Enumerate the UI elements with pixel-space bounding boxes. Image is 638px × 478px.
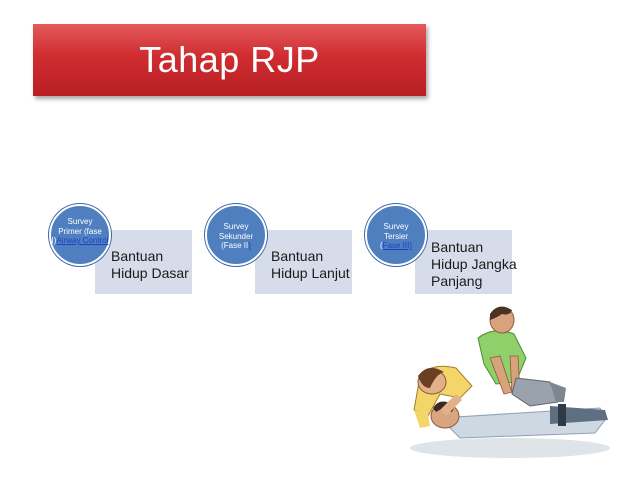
circle-1-prefix: I): [51, 236, 57, 245]
title-banner: Tahap RJP: [33, 24, 426, 96]
step-circle-secondary-survey: Survey Sekunder (Fase II): [205, 204, 267, 266]
circle-2-line-1: Survey: [223, 222, 249, 231]
step-label-1-line-2: Hidup Dasar: [111, 265, 189, 281]
step-circle-tertiary-survey: Survey Tersier (Fase III): [365, 204, 427, 266]
step-label-3-line-1: Bantuan: [431, 239, 484, 255]
step-label-1-line-1: Bantuan: [111, 248, 164, 264]
circle-3-line-2: Tersier: [383, 231, 408, 241]
step-label-3-line-2: Hidup Jangka: [431, 256, 517, 272]
step-box-long-term-life-support: [415, 230, 512, 294]
circle-1-line-2: Primer (fase: [58, 226, 102, 236]
circle-3-prefix: (: [379, 241, 383, 250]
circle-2-line-2: Sekunder: [218, 231, 254, 241]
step-label-1: Bantuan Hidup Dasar: [111, 248, 189, 282]
phase-3-link[interactable]: Fase III): [382, 241, 412, 250]
step-box-advanced-life-support: [255, 230, 352, 294]
slide-title: Tahap RJP: [139, 39, 320, 80]
cpr-illustration-icon: [410, 306, 610, 458]
circle-2-prefix: (Fase II: [221, 241, 249, 250]
airway-control-link[interactable]: Airway Control: [56, 236, 109, 245]
step-circle-primary-survey: Survey Primer (fase I)Airway Control: [49, 204, 111, 266]
circle-3-line-1: Survey: [383, 222, 409, 231]
step-label-2-line-1: Bantuan: [271, 248, 324, 264]
step-label-3: Bantuan Hidup Jangka Panjang: [431, 239, 517, 290]
step-box-basic-life-support: [95, 230, 192, 294]
step-label-3-line-3: Panjang: [431, 273, 483, 289]
phase-2-link[interactable]: ): [248, 241, 251, 250]
step-label-2-line-2: Hidup Lanjut: [271, 265, 350, 281]
circle-1-line-1: Survey: [67, 217, 93, 226]
step-label-2: Bantuan Hidup Lanjut: [271, 248, 350, 282]
